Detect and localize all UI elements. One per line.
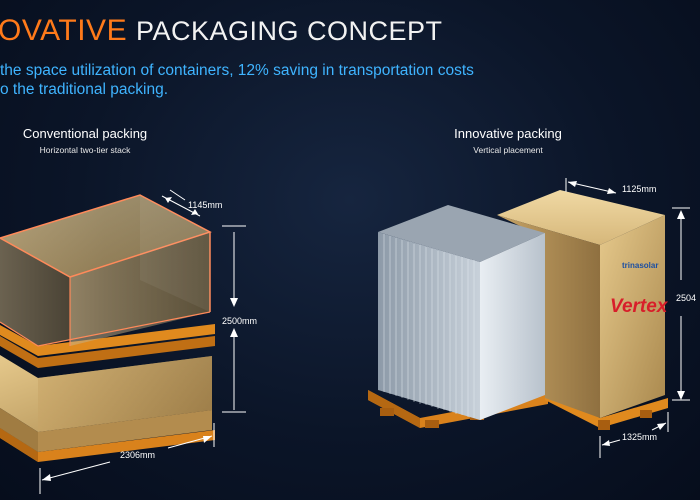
innovative-depth-label: 1125mm <box>622 184 656 194</box>
page-subtitle: the space utilization of containers, 12%… <box>0 61 474 99</box>
innovative-height-label: 2504 <box>676 293 696 303</box>
innovative-modules-front <box>378 232 480 420</box>
innovative-carton-side <box>497 215 600 418</box>
conventional-upper-pallet <box>0 324 215 356</box>
subtitle-line-1: the space utilization of containers, 12%… <box>0 62 474 79</box>
title-rest: PACKAGING CONCEPT <box>135 16 443 46</box>
trina-logo: trinasolar <box>622 261 658 270</box>
innovative-dimensions: 1125mm 2504 1325mm <box>565 178 696 458</box>
page-title: OVATIVE PACKAGING CONCEPT <box>0 14 442 48</box>
conventional-subtitle: Horizontal two-tier stack <box>39 145 131 155</box>
title-accent: OVATIVE <box>0 14 128 47</box>
conventional-lower-pallet <box>0 428 215 462</box>
conventional-dimensions: 1145mm 2500mm 2306mm <box>39 189 257 494</box>
innovative-carton-front <box>600 215 665 418</box>
conventional-stack <box>0 194 215 462</box>
innovative-title: Innovative packing <box>454 126 562 141</box>
innovative-subtitle: Vertical placement <box>473 145 543 155</box>
innovative-stack: trinasolar Vertex <box>368 190 669 430</box>
conventional-depth-label: 1145mm <box>188 200 222 210</box>
innovative-modules-side <box>480 233 545 420</box>
conventional-title: Conventional packing <box>22 126 148 141</box>
innovative-width-label: 1325mm <box>622 432 657 442</box>
innovative-modules-top <box>378 205 545 262</box>
conventional-width-label: 2306mm <box>120 450 155 460</box>
subtitle-line-2: o the traditional packing. <box>0 81 169 98</box>
vertex-logo: Vertex <box>610 296 669 317</box>
innovative-carton-top <box>497 190 665 245</box>
conventional-height-label: 2500mm <box>222 316 257 326</box>
